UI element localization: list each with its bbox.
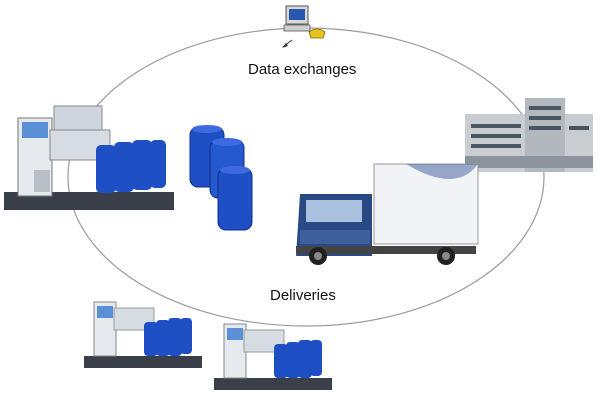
dispensing-machine-icon <box>84 301 202 368</box>
blue-barrels-icon <box>189 125 253 231</box>
deliveries-label: Deliveries <box>270 287 336 304</box>
dispensing-machine-icon <box>214 323 332 390</box>
data-exchanges-label: Data exchanges <box>248 61 357 78</box>
dispensing-machine-icon <box>4 105 174 210</box>
computer-phone-icon <box>282 5 326 48</box>
delivery-truck-icon <box>296 163 479 265</box>
factory-building-icon <box>465 98 593 172</box>
